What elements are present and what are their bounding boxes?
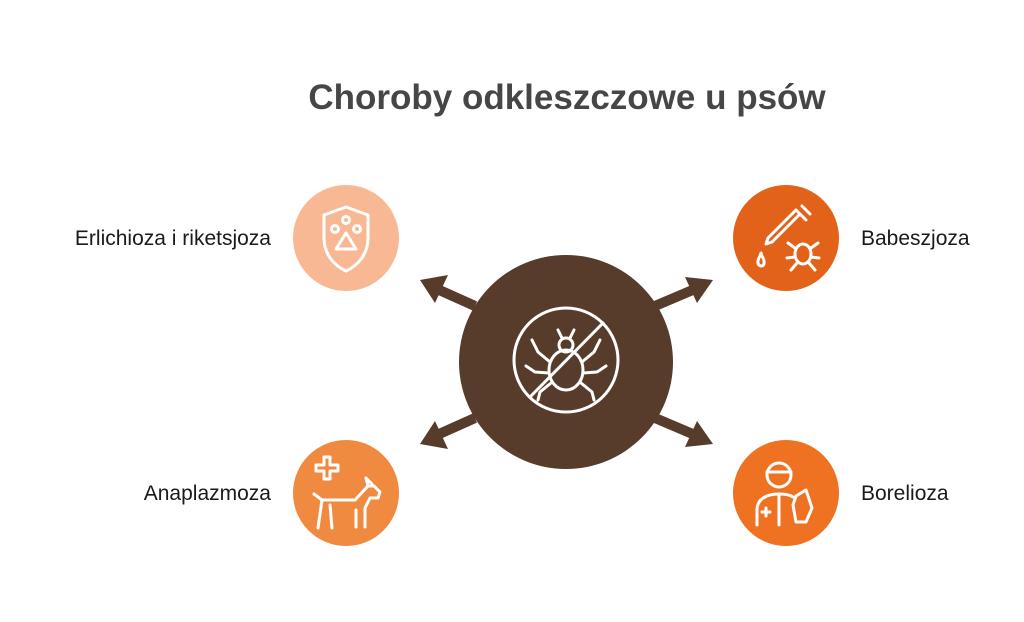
dog-medical-icon <box>312 455 382 530</box>
no-tick-icon <box>512 306 620 414</box>
shield-paw-icon <box>322 205 370 273</box>
center-node <box>459 255 673 469</box>
veterinarian-icon <box>755 461 814 527</box>
node-borelioza <box>733 440 839 546</box>
dropper-tick-icon <box>756 204 821 272</box>
arrow-to-babeszjoza <box>653 277 713 311</box>
label-borelioza: Borelioza <box>861 482 949 505</box>
arrow-to-erlichioza <box>420 275 478 311</box>
arrow-to-anaplazmoza <box>420 413 478 449</box>
arrows <box>420 275 713 449</box>
label-anaplazmoza: Anaplazmoza <box>143 482 271 505</box>
arrow-to-borelioza <box>653 413 713 447</box>
page-title: Choroby odkleszczowe u psów <box>308 78 826 117</box>
label-erlichioza: Erlichioza i riketsjoza <box>74 227 271 250</box>
node-erlichioza <box>293 185 399 291</box>
node-anaplazmoza <box>293 440 399 546</box>
node-babeszjoza <box>733 185 839 291</box>
label-babeszjoza: Babeszjoza <box>861 227 970 250</box>
